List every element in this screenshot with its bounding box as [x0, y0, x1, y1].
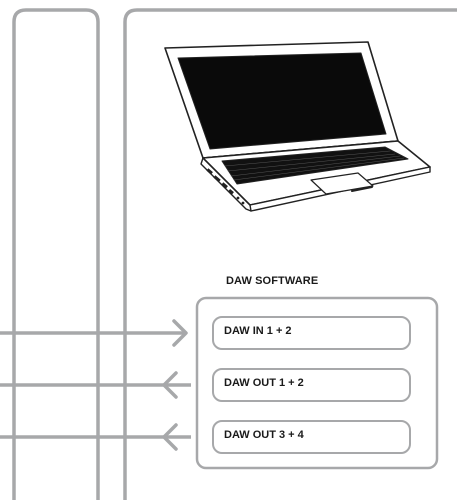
port-label-daw-in-1-2: DAW IN 1 + 2 — [224, 325, 404, 337]
daw-software-title: DAW SOFTWARE — [226, 275, 366, 287]
left-column-outline — [14, 10, 98, 500]
laptop-icon — [165, 42, 430, 211]
port-label-daw-out-3-4: DAW OUT 3 + 4 — [224, 429, 404, 441]
laptop-screen — [178, 53, 386, 149]
port-label-daw-out-1-2: DAW OUT 1 + 2 — [224, 377, 404, 389]
